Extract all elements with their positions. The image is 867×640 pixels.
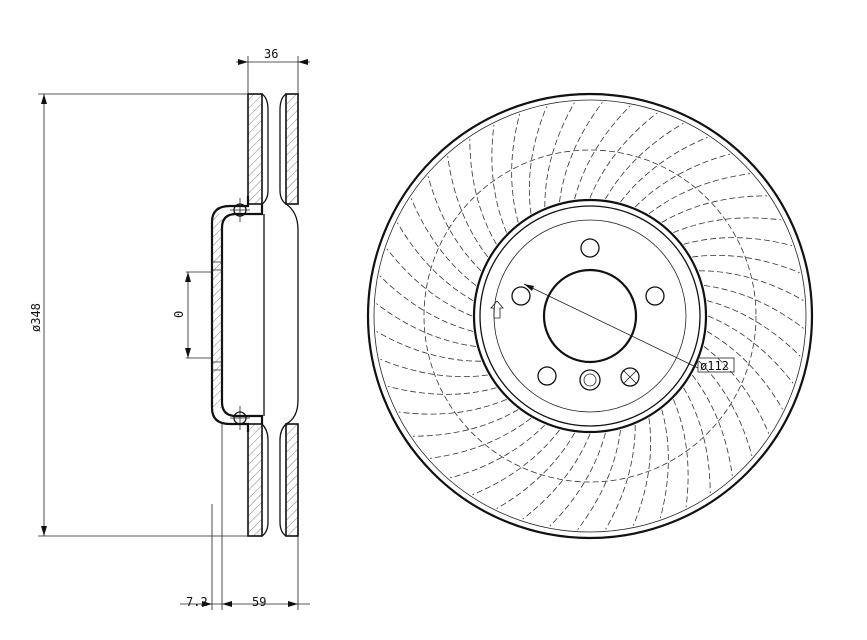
- vane-line: [703, 285, 804, 329]
- vane-line: [620, 136, 708, 203]
- vane-line: [491, 124, 507, 233]
- outer-rim: [366, 92, 814, 540]
- vane-line: [683, 387, 711, 494]
- vane-line: [648, 173, 750, 215]
- diameter-label: ø348: [29, 303, 43, 332]
- cooling-vanes: [376, 102, 804, 530]
- offset-label: 0: [172, 311, 186, 318]
- bolt-hole-top: [580, 238, 600, 258]
- center-bore: [542, 268, 638, 364]
- vane-line: [706, 331, 783, 410]
- lower-outer-ring: [247, 423, 263, 537]
- vane-line: [528, 106, 548, 214]
- bolt-circle-label: ø112: [700, 359, 729, 373]
- vane-line: [511, 113, 521, 223]
- vane-line: [577, 429, 621, 530]
- vane-line: [574, 105, 631, 200]
- thickness-dimension: 36: [236, 47, 310, 94]
- vane-line: [522, 433, 591, 520]
- upper-outer-ring: [247, 93, 263, 205]
- vane-line: [605, 123, 684, 200]
- vane-line: [447, 156, 489, 258]
- vane-line: [683, 237, 793, 247]
- hat-outer-edge: [472, 198, 708, 434]
- vane-line: [698, 270, 804, 301]
- bolt-hole-lower-right: [620, 367, 640, 387]
- vane-line: [472, 429, 560, 496]
- section-view: ø348 36 0 7.2: [29, 47, 310, 610]
- vane-line: [430, 417, 532, 459]
- vane-line: [549, 432, 606, 527]
- vane-line: [661, 195, 768, 223]
- vane-line: [559, 102, 603, 203]
- vane-line: [634, 153, 731, 208]
- vane-line: [380, 358, 488, 378]
- vane-line: [427, 175, 482, 272]
- thickness-label: 36: [264, 47, 278, 61]
- section-bolt-upper: [230, 198, 250, 222]
- vane-line: [673, 217, 782, 233]
- vane-line: [659, 409, 669, 519]
- vane-line: [544, 102, 575, 208]
- vane-line: [398, 399, 507, 415]
- section-bolt-lower: [230, 406, 250, 430]
- upper-inner-ring: [285, 93, 299, 205]
- offset-dimension: 0: [172, 271, 212, 359]
- hat-offset-label: 7.2: [186, 595, 208, 609]
- rotation-arrow-icon: [490, 300, 504, 319]
- vane-line: [589, 112, 658, 199]
- vane-line: [703, 346, 770, 434]
- height-dimension: 7.2 59: [180, 424, 310, 610]
- vane-line: [706, 300, 801, 357]
- vane-line: [707, 315, 794, 384]
- vane-line: [410, 198, 477, 286]
- bolt-hole-bottom: [579, 369, 601, 391]
- overall-height-label: 59: [252, 595, 266, 609]
- vane-line: [692, 254, 800, 274]
- bolt-hole-lower-left: [537, 366, 557, 386]
- lower-inner-ring: [285, 423, 299, 537]
- vane-line: [496, 432, 575, 509]
- vane-line: [376, 331, 482, 362]
- vane-line: [605, 424, 636, 530]
- front-view: ø112: [366, 92, 814, 540]
- bolt-hole-left: [511, 286, 531, 306]
- vane-line: [691, 374, 733, 476]
- vane-line: [397, 222, 474, 301]
- vane-line: [469, 138, 497, 245]
- vane-line: [379, 275, 474, 332]
- vane-line: [673, 399, 689, 508]
- bolt-circle-dimension: ø112: [523, 283, 735, 373]
- vane-line: [387, 385, 497, 395]
- vane-line: [632, 418, 652, 526]
- diameter-dimension: ø348: [29, 93, 248, 537]
- vane-line: [698, 360, 753, 457]
- vane-line: [386, 248, 473, 317]
- vane-line: [449, 424, 546, 479]
- vane-line: [412, 409, 519, 437]
- vane-line: [376, 303, 477, 347]
- bolt-hole-right: [645, 286, 665, 306]
